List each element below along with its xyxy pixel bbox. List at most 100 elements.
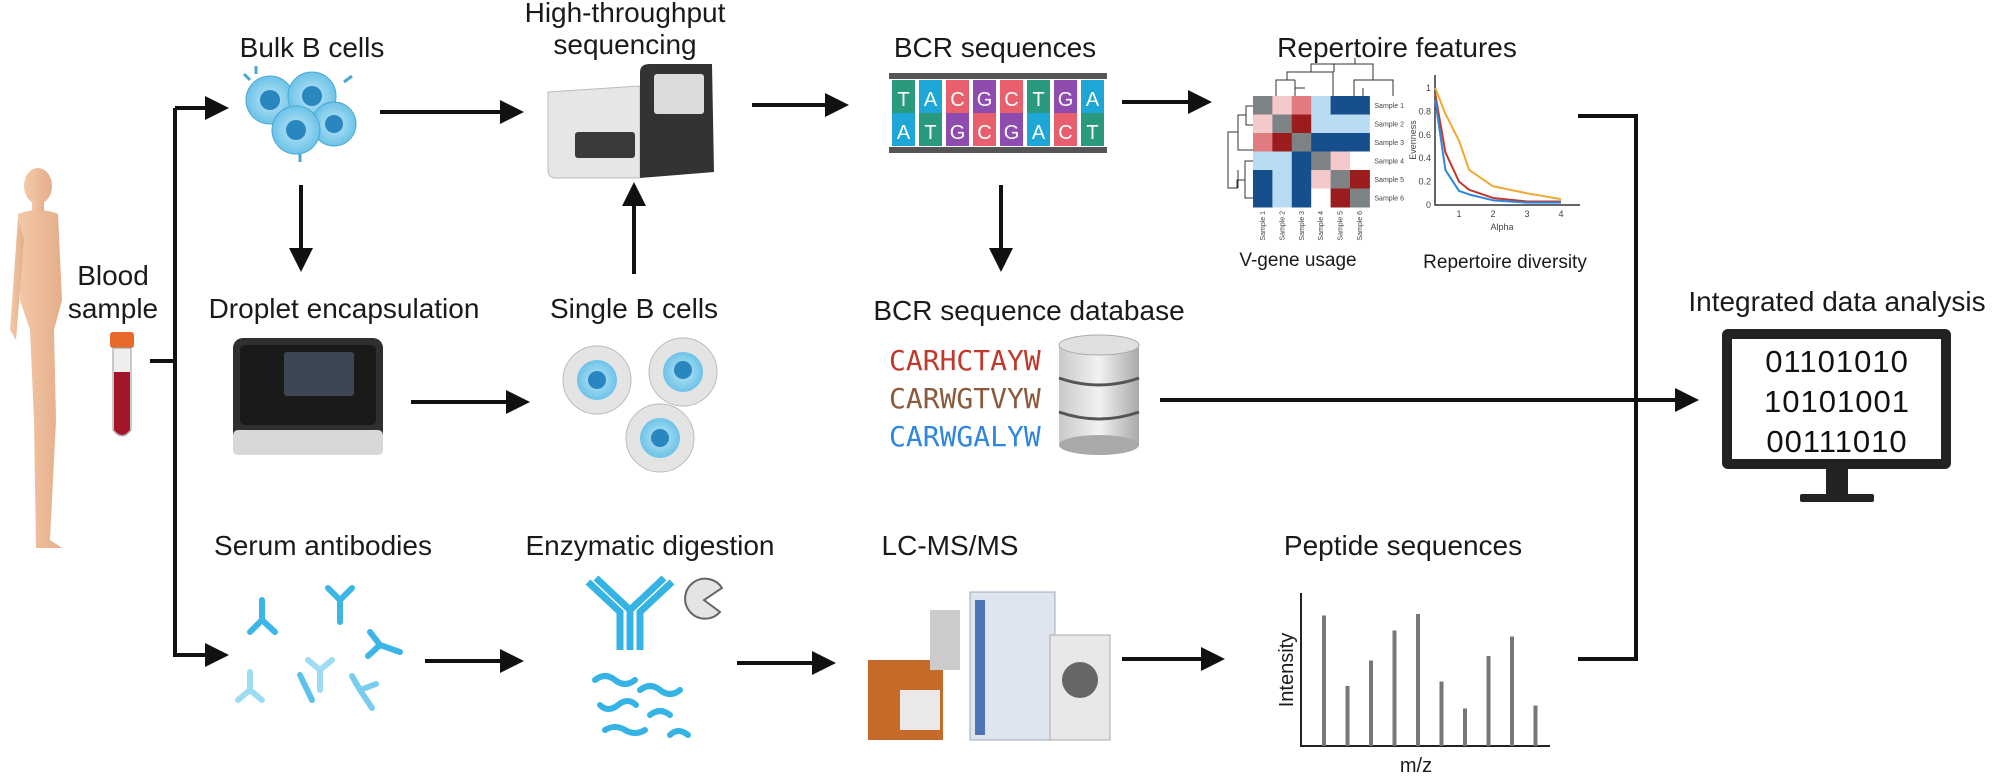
spectrum-peak <box>1369 660 1373 746</box>
bulk-b-cells-label: Bulk B cells <box>240 32 385 63</box>
y-tick-label: 0.6 <box>1418 130 1431 140</box>
dna-base-top-letter: C <box>1004 89 1018 111</box>
heatmap-cell <box>1291 96 1312 115</box>
dna-base-top <box>973 80 996 113</box>
heatmap-cell <box>1291 133 1312 152</box>
spectrum-peak <box>1392 630 1397 746</box>
droplet-device-icon <box>233 338 383 455</box>
dna-base-bottom <box>1027 113 1050 146</box>
intensity-axis-label: Intensity <box>1276 633 1298 707</box>
heatmap-row-label: Sample 2 <box>1374 122 1404 129</box>
spectrum-peak <box>1486 656 1491 746</box>
bcr-sequences-label: BCR sequences <box>894 32 1096 63</box>
dna-base-bottom-letter: T <box>924 122 936 144</box>
database-icon <box>1058 334 1140 455</box>
y-tick-label: 1 <box>1426 83 1431 93</box>
heatmap-cell <box>1291 170 1312 189</box>
x-tick-label: 1 <box>1456 209 1461 219</box>
blood-sample-label: Blood <box>77 260 149 291</box>
dna-base-top-letter: T <box>897 89 909 111</box>
blood-tube-icon <box>110 332 134 437</box>
droplet-encapsulation-label: Droplet encapsulation <box>209 293 480 324</box>
heatmap-cell <box>1253 133 1273 152</box>
connectors <box>150 90 1699 675</box>
heatmap-cell <box>1272 96 1293 115</box>
heatmap-cell <box>1350 114 1370 134</box>
heatmap-cell <box>1330 151 1351 171</box>
database-sequence-2: CARWGTVYW <box>889 382 1041 415</box>
heatmap-cell <box>1272 151 1293 171</box>
single-b-cells-icon <box>562 337 718 473</box>
dna-base-bottom-letter: A <box>897 122 911 144</box>
heatmap-cell <box>1330 133 1351 152</box>
enzymatic-digestion-label: Enzymatic digestion <box>525 530 774 561</box>
heatmap-cell <box>1350 133 1370 152</box>
evenness-curve <box>1434 99 1561 204</box>
heatmap-cell <box>1311 188 1332 208</box>
dna-base-bottom <box>892 113 915 146</box>
heatmap-cell <box>1330 96 1351 115</box>
evenness-curve <box>1434 87 1562 201</box>
monitor-icon <box>1722 329 1951 502</box>
dna-base-top-letter: A <box>1086 89 1100 111</box>
dna-base-top <box>1054 80 1077 113</box>
dna-base-bottom-letter: C <box>977 122 991 144</box>
single-b-cells-label: Single B cells <box>550 293 718 324</box>
spectrum-peak <box>1416 614 1420 746</box>
repertoire-diversity-caption: Repertoire diversity <box>1423 252 1587 273</box>
dna-base-bottom-letter: C <box>1058 122 1072 144</box>
heatmap-row-label: Sample 1 <box>1374 103 1404 110</box>
heatmap-cell <box>1291 188 1312 208</box>
blood-sample-label-2: sample <box>68 293 158 324</box>
human-figure-icon <box>10 168 62 548</box>
heatmap-cell <box>1253 96 1273 115</box>
heatmap-cell <box>1311 96 1332 115</box>
spectrum-peak <box>1463 708 1467 746</box>
bcr-database-label: BCR sequence database <box>873 295 1184 326</box>
dna-base-top-letter: C <box>950 89 964 111</box>
integrated-analysis-label: Integrated data analysis <box>1688 286 1985 317</box>
x-tick-label: 4 <box>1558 209 1563 219</box>
heatmap-cell <box>1253 188 1273 208</box>
y-tick-label: 0.4 <box>1418 153 1431 163</box>
dna-base-bottom <box>973 113 996 146</box>
heatmap-cell <box>1272 188 1293 208</box>
dna-base-top <box>1027 80 1050 113</box>
heatmap-row-label: Sample 4 <box>1374 159 1404 166</box>
binary-line-2: 10101001 <box>1764 384 1910 419</box>
dna-base-bottom-letter: G <box>1004 122 1020 144</box>
dna-base-top <box>892 80 915 113</box>
heatmap-cell <box>1330 170 1351 189</box>
heatmap-col-label: Sample 1 <box>1260 211 1267 241</box>
dna-base-bottom-letter: T <box>1086 122 1098 144</box>
dna-base-bottom-letter: A <box>1032 122 1046 144</box>
heatmap-cell <box>1253 170 1273 189</box>
digestion-icon <box>585 575 724 738</box>
heatmap-cell <box>1350 96 1370 115</box>
heatmap-cell <box>1350 188 1370 208</box>
mass-spectrum <box>1300 593 1550 747</box>
heatmap-cell <box>1272 114 1293 134</box>
spectrum-peak <box>1322 615 1326 746</box>
sequencing-label: High-throughput <box>525 0 726 28</box>
y-axis-label: Evenness <box>1408 120 1418 160</box>
heatmap-col-label: Sample 3 <box>1299 211 1306 241</box>
dna-base-bottom <box>1081 113 1104 146</box>
dna-base-top-letter: A <box>924 89 938 111</box>
x-axis-label: Alpha <box>1490 222 1513 232</box>
heatmap-cell <box>1311 114 1332 134</box>
binary-line-1: 01101010 <box>1765 344 1909 379</box>
y-tick-label: 0.8 <box>1418 106 1431 116</box>
y-tick-label: 0.2 <box>1418 177 1431 187</box>
mz-axis-label: m/z <box>1400 755 1432 777</box>
serum-antibodies-label: Serum antibodies <box>214 530 432 561</box>
spectrum-peak <box>1510 636 1514 746</box>
heatmap-cell <box>1272 133 1293 152</box>
heatmap-cell <box>1291 151 1312 171</box>
spectrum-peak <box>1439 681 1444 746</box>
dna-base-top <box>1000 80 1023 113</box>
dna-base-bottom <box>1000 113 1023 146</box>
lcmsms-label: LC-MS/MS <box>882 530 1019 561</box>
